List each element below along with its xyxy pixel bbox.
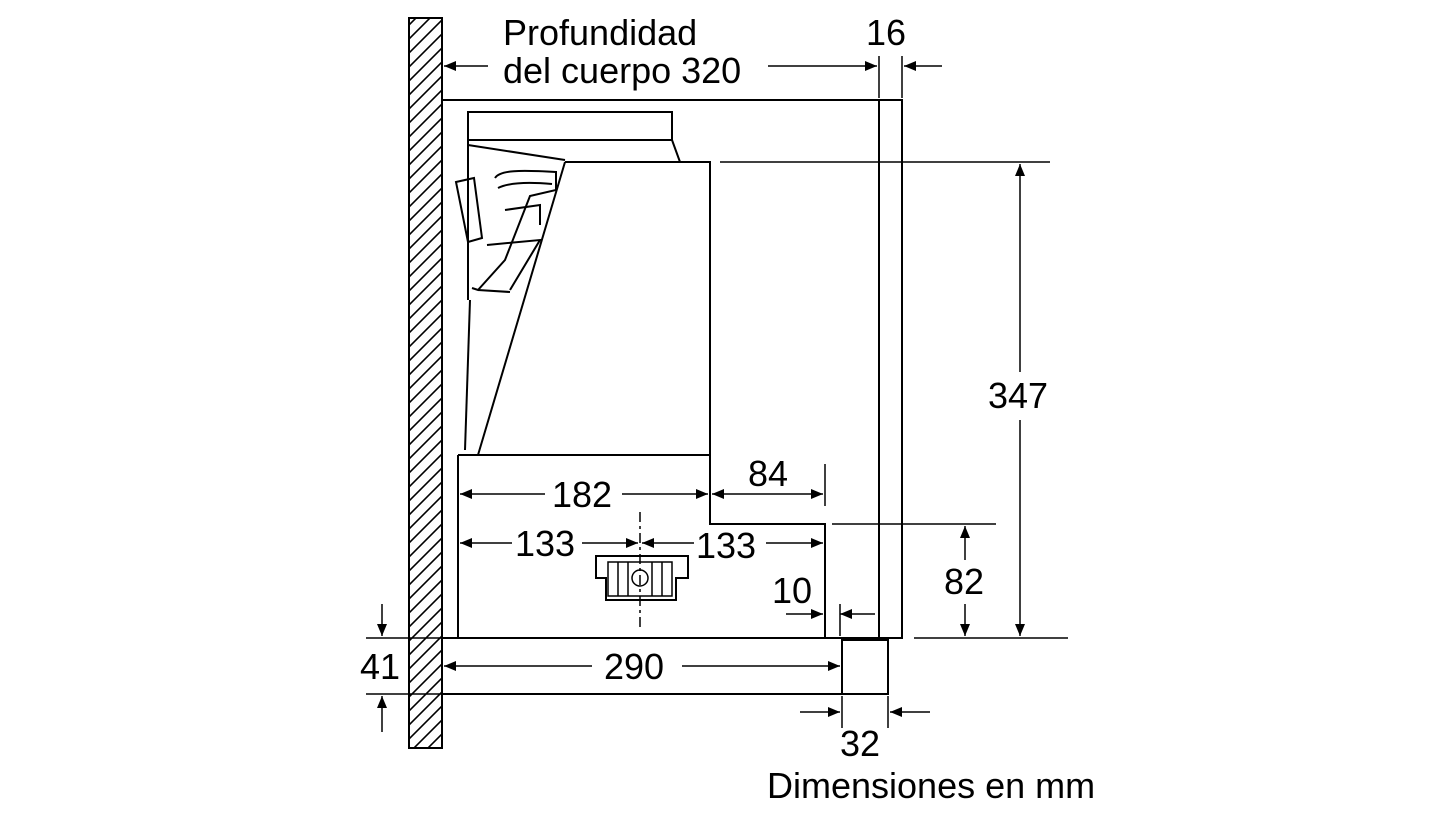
wall-hatched (408, 17, 443, 749)
cabinet-body (442, 99, 902, 695)
dim-290-label: 290 (604, 646, 664, 687)
extension-lines (366, 56, 1068, 728)
connector-bracket (595, 512, 689, 630)
dim-182-label: 182 (552, 474, 612, 515)
dim-133-left-label: 133 (515, 523, 575, 564)
dim-32-label: 32 (840, 723, 880, 764)
extension-panel (841, 639, 889, 695)
dim-10-label: 10 (772, 570, 812, 611)
front-panel (878, 99, 903, 639)
dim-82-label: 82 (944, 561, 984, 602)
dim-84-label: 84 (748, 453, 788, 494)
dim-41-label: 41 (360, 646, 400, 687)
depth-label-line1: Profundidad (503, 12, 697, 53)
dim-16-label: 16 (866, 12, 906, 53)
dimension-arrows (377, 61, 1025, 732)
depth-label-line2: del cuerpo 320 (503, 50, 741, 91)
dim-347-label: 347 (988, 375, 1048, 416)
units-caption: Dimensiones en mm (767, 765, 1095, 806)
dim-133-right-label: 133 (696, 525, 756, 566)
motor-housing (454, 111, 711, 456)
lower-box (457, 454, 826, 638)
